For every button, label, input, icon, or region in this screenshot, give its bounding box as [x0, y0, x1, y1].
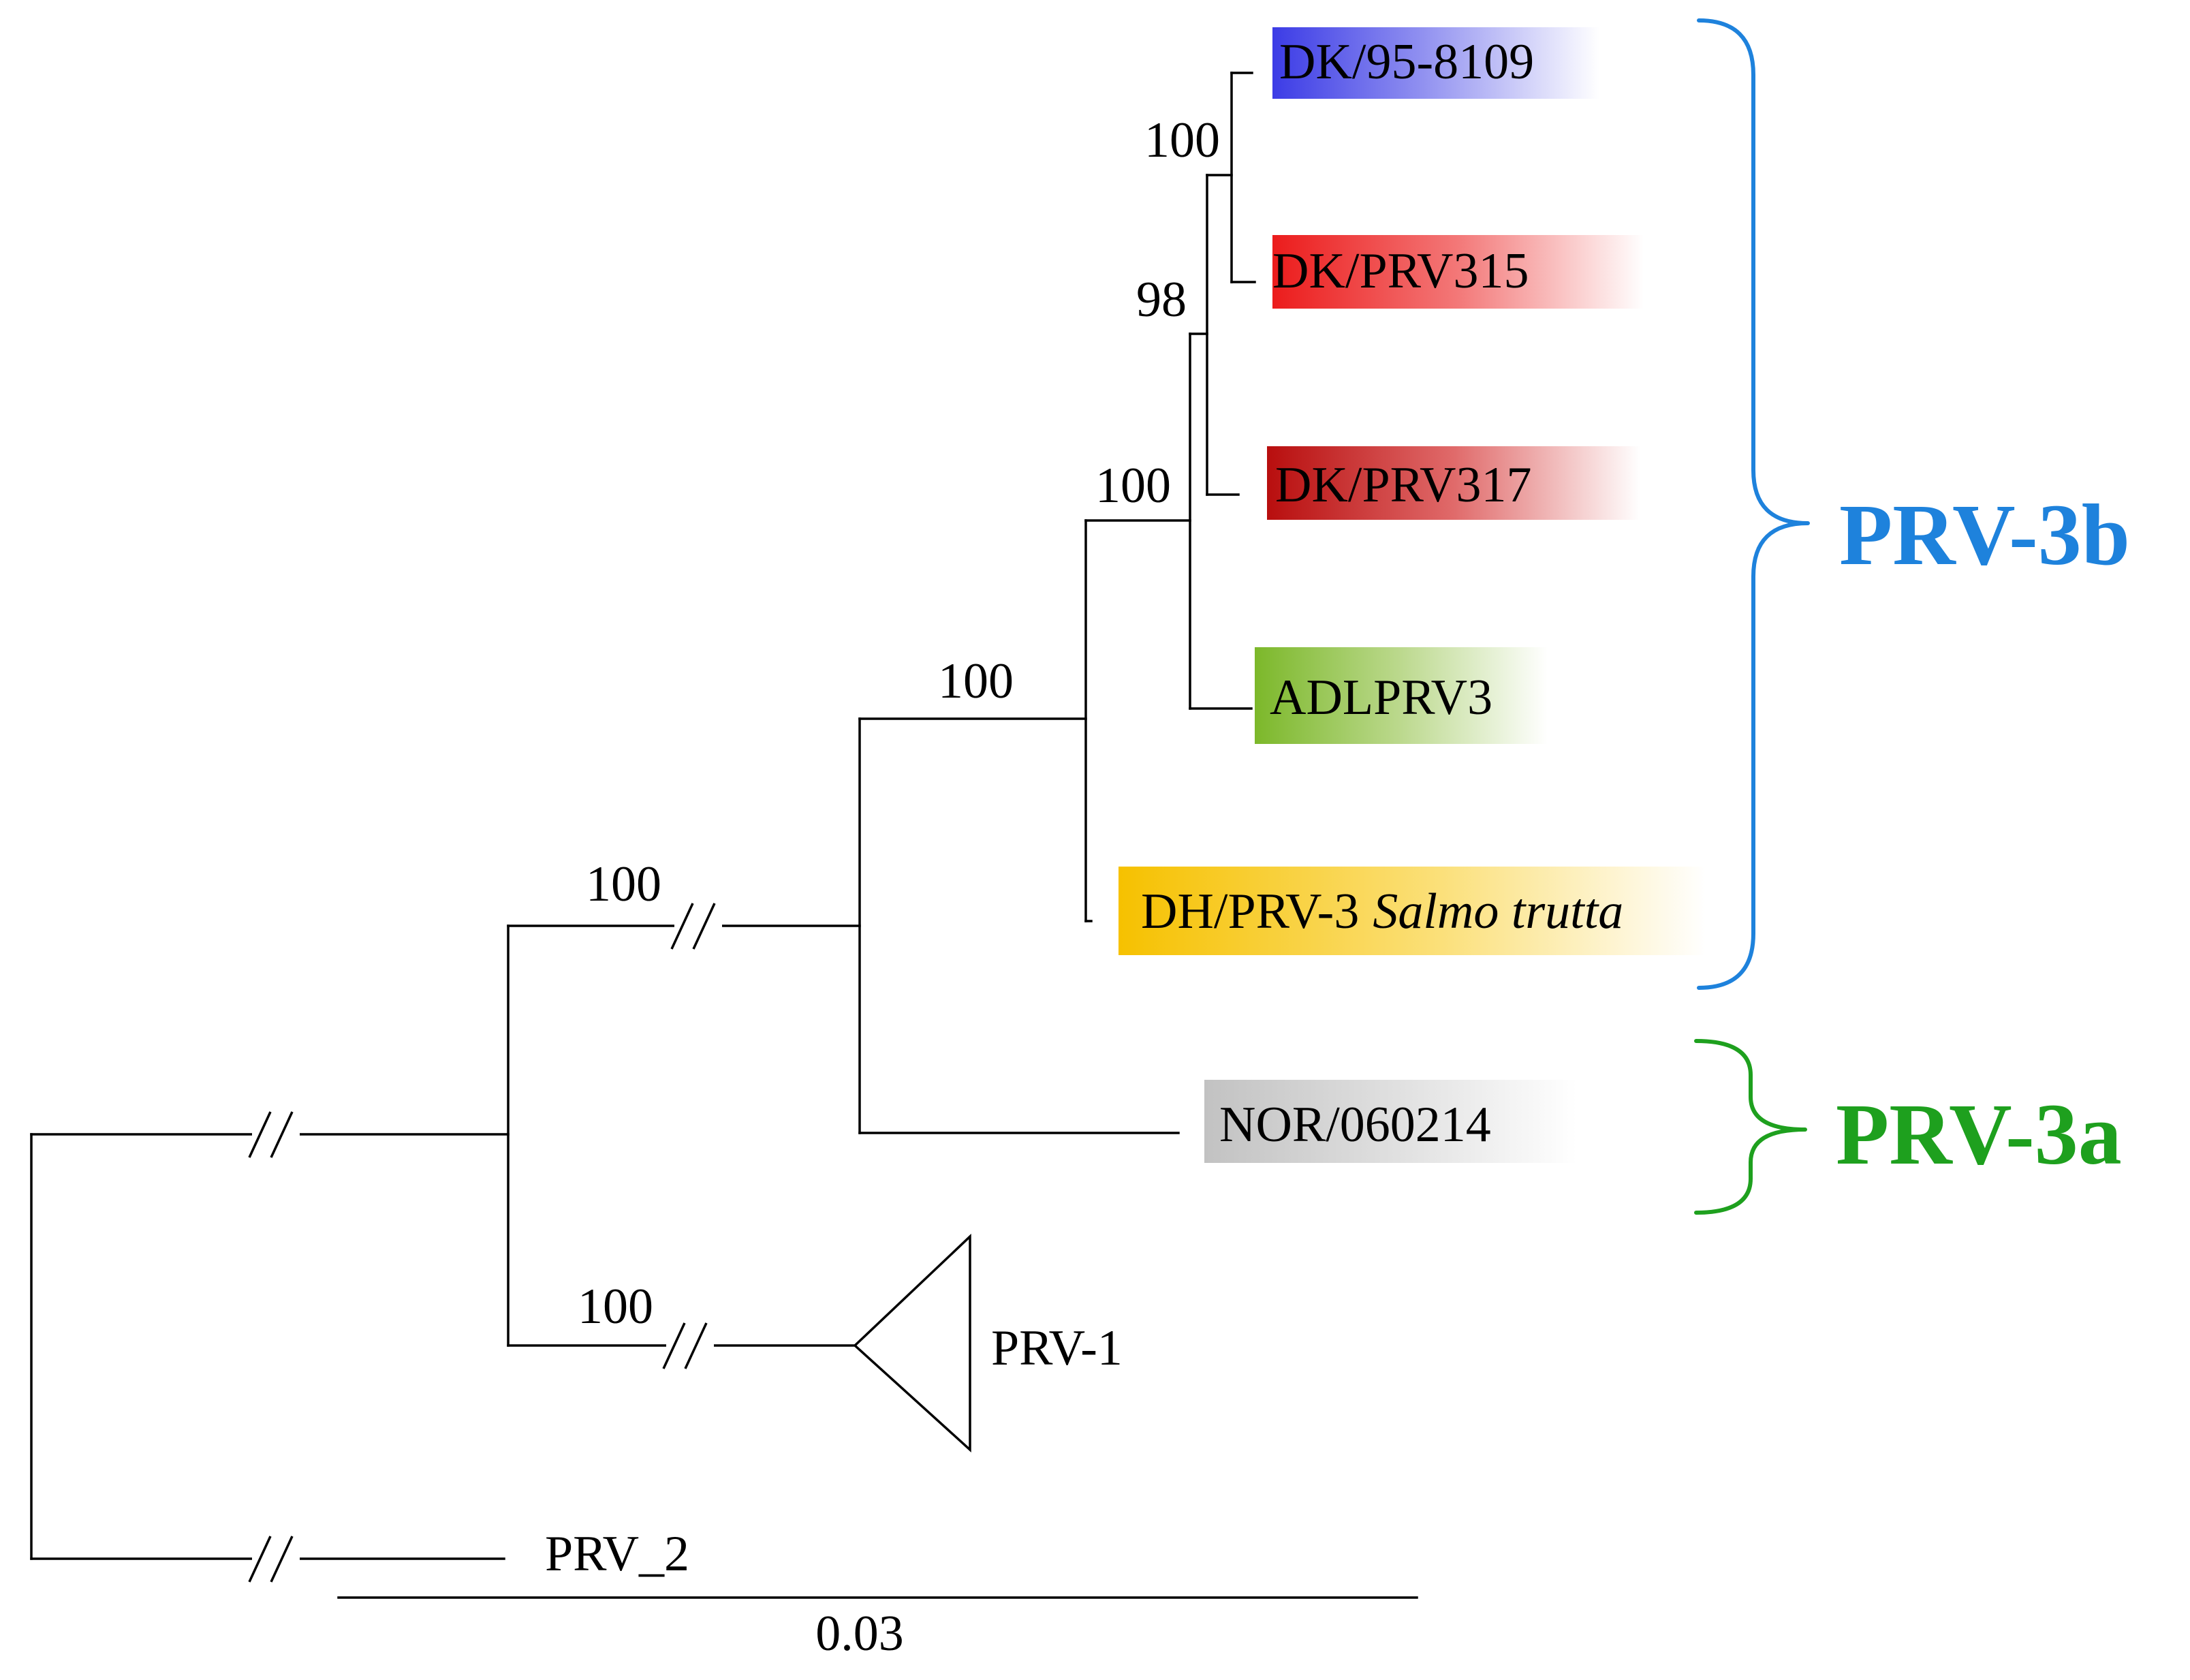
tip-label-nor: NOR/060214 [1219, 1097, 1491, 1153]
clade-label-prv3b: PRV-3b [1839, 486, 2130, 583]
branch-break-mark-prv3 [670, 903, 722, 950]
bootstrap-node-98: 98 [1136, 272, 1187, 328]
clade-bracket-prv3a [1694, 1039, 1807, 1215]
scale-bar-label: 0.03 [815, 1606, 904, 1662]
tip-label-dk95: DK/95-8109 [1279, 34, 1534, 90]
tip-label-prv2: PRV_2 [545, 1526, 689, 1582]
bootstrap-prv1-node: 100 [578, 1279, 653, 1335]
branch-break-mark-root [248, 1111, 300, 1158]
branch-break-mark-prv1 [662, 1322, 714, 1369]
tip-label-dh: DH/PRV-3 Salmo trutta [1141, 884, 1623, 939]
tip-highlight-prv315 [1272, 235, 1644, 309]
tip-highlight-prv317 [1267, 446, 1640, 520]
bootstrap-prv3b-node: 100 [938, 653, 1014, 709]
tip-highlight-adl [1255, 647, 1548, 744]
tip-highlight-nor [1204, 1080, 1577, 1163]
tip-highlight-dh [1119, 867, 1706, 955]
tip-label-dh-species: Salmo trutta [1373, 884, 1623, 939]
bootstrap-prv3-node: 100 [586, 856, 661, 912]
tip-label-prv1: PRV-1 [991, 1320, 1123, 1376]
clade-bracket-prv3b [1697, 18, 1810, 990]
prv1-collapsed-clade-triangle [853, 1233, 971, 1452]
tip-label-dh-strain: DH/PRV-3 [1141, 884, 1359, 939]
tip-label-adl: ADLPRV3 [1270, 670, 1492, 726]
bootstrap-dk-node: 100 [1144, 112, 1220, 168]
tip-highlight-dk95 [1272, 27, 1599, 99]
bootstrap-inner-node: 100 [1095, 458, 1171, 514]
branch-break-mark-prv2 [248, 1536, 300, 1583]
clade-label-prv3a: PRV-3a [1836, 1086, 2122, 1183]
tip-label-prv315: DK/PRV315 [1272, 243, 1529, 299]
tip-label-prv317: DK/PRV317 [1275, 457, 1531, 513]
